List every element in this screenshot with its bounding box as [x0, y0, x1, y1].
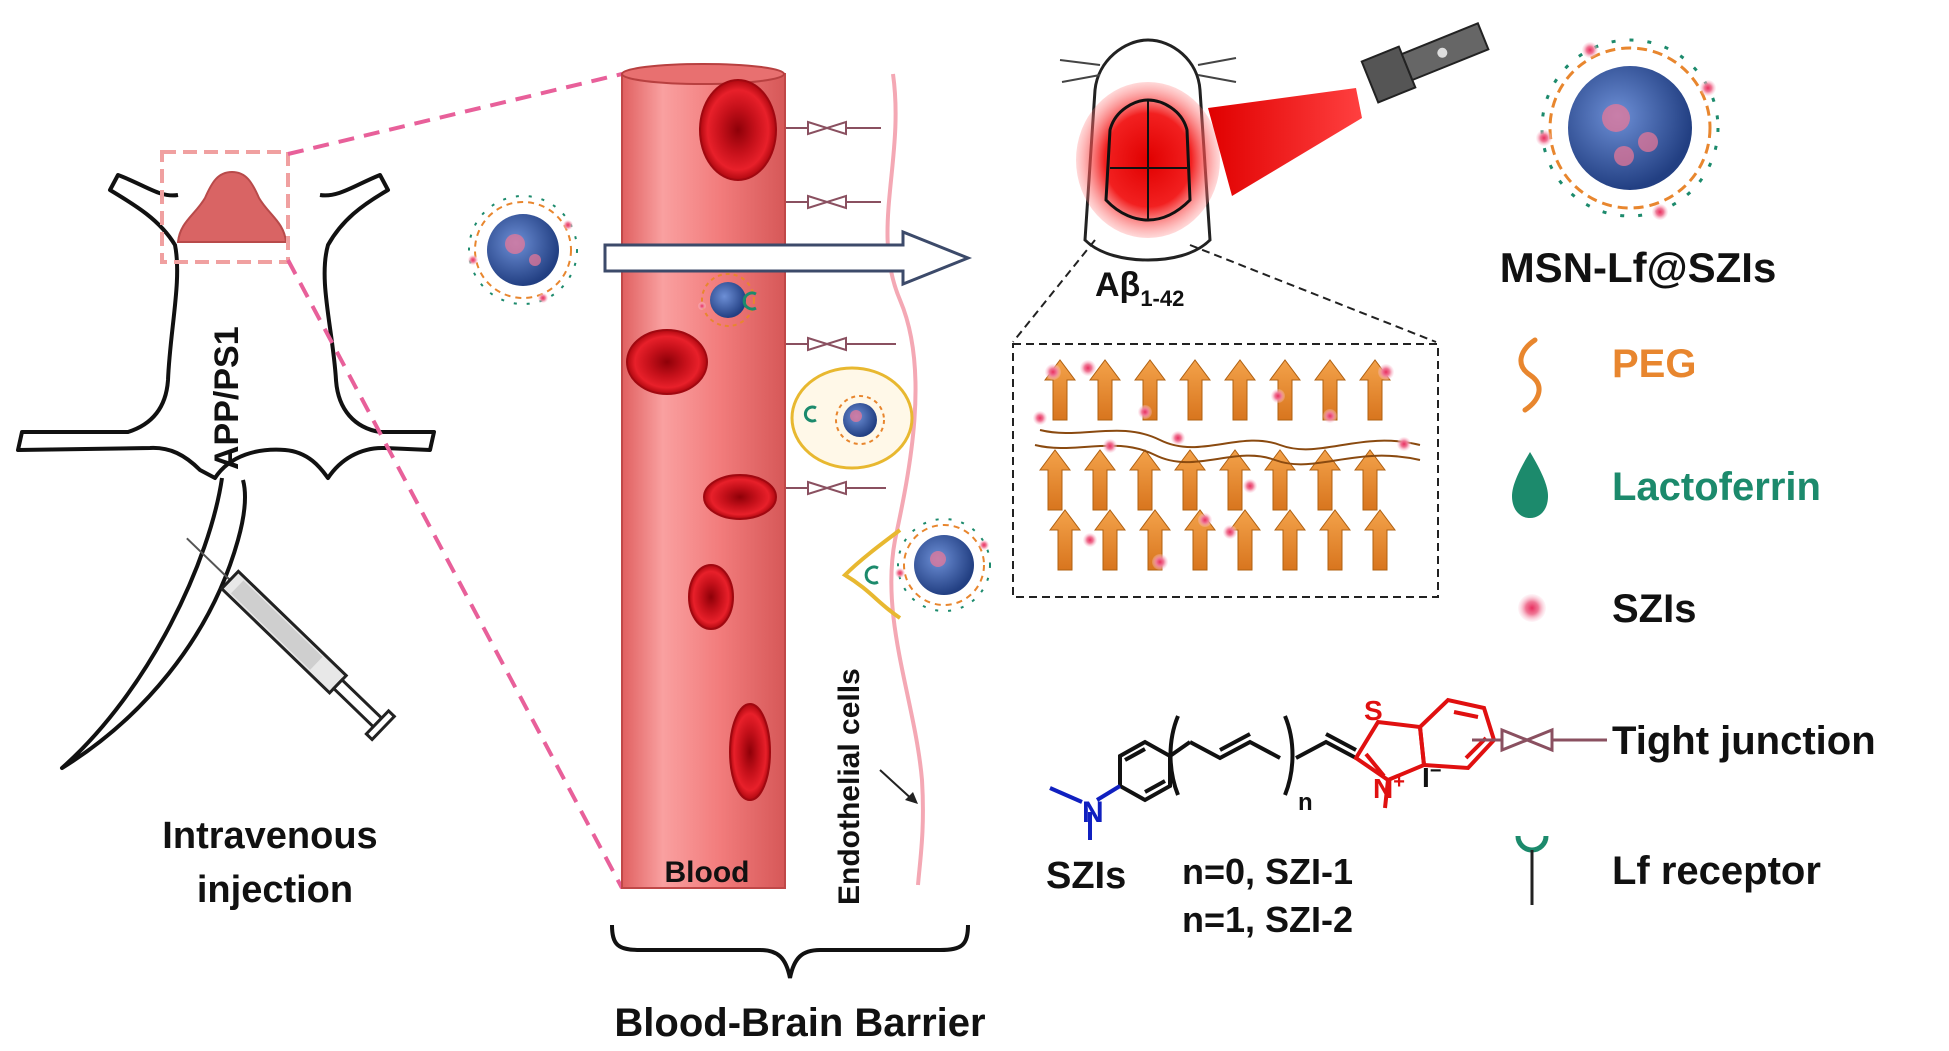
exocytosis-pocket — [841, 528, 902, 620]
transport-arrow — [603, 229, 973, 287]
red-blood-cells — [626, 79, 777, 801]
amyloid-fibril-panel — [1012, 343, 1439, 598]
szi-name-label: SZIs — [1046, 855, 1126, 897]
iodide-minus: − — [1430, 760, 1442, 782]
flashlight-icon — [1360, 22, 1490, 104]
legend-title: MSN-Lf@SZIs — [1500, 244, 1777, 291]
syringe-icon — [186, 537, 397, 742]
nanoparticle-released — [895, 518, 991, 612]
szi-chemical-structure — [1049, 697, 1497, 840]
tight-junction — [786, 120, 881, 136]
rbc — [626, 329, 708, 395]
abeta-subscript: 1-42 — [1140, 286, 1184, 311]
bound-szi-dots — [1033, 360, 1411, 570]
legend-label-lf-receptor: Lf receptor — [1612, 849, 1821, 893]
legend-label-peg: PEG — [1612, 342, 1696, 386]
iodide: I — [1422, 762, 1430, 793]
mouse-outline — [16, 173, 436, 770]
legend-label-lactoferrin: Lactoferrin — [1612, 465, 1821, 509]
tight-junction — [786, 336, 896, 352]
lf-receptor-icon — [1515, 835, 1549, 905]
rbc — [699, 79, 777, 181]
zoom-guide-lines — [286, 72, 624, 889]
abeta-main: Aβ — [1095, 266, 1140, 304]
bbb-label: Blood-Brain Barrier — [614, 1001, 985, 1045]
fibril-loops — [1034, 429, 1421, 466]
mouse-model-label: APP/PS1 — [208, 326, 246, 470]
amine-n-label: N — [1082, 796, 1104, 829]
injection-label-line1: Intravenous — [162, 815, 377, 857]
subscript-n: n — [1298, 789, 1313, 816]
szi-dot-icon — [1518, 594, 1546, 622]
endothelial-label: Endothelial cells — [833, 668, 866, 905]
tight-junction — [786, 194, 881, 210]
rbc — [703, 474, 777, 520]
rbc — [688, 564, 734, 630]
mouse-brain — [176, 170, 288, 243]
tight-junctions — [786, 120, 896, 496]
bbb-brace — [610, 924, 970, 979]
cation-n-label: N+ — [1373, 771, 1405, 804]
legend-nanoparticle-icon — [1536, 38, 1720, 220]
legend-label-szis: SZIs — [1612, 587, 1696, 631]
rbc — [729, 703, 771, 801]
mouse-head-icon — [1059, 38, 1237, 262]
light-beam — [1208, 88, 1362, 196]
beta-sheet-arrows — [1039, 359, 1396, 571]
brain-selection-box — [160, 150, 290, 264]
n-value-2: n=1, SZI-2 — [1182, 899, 1353, 940]
injection-label-line2: injection — [197, 869, 353, 911]
nanoparticle-incoming — [468, 195, 578, 305]
cation-n: N — [1373, 773, 1393, 804]
legend-label-tight-junction: Tight junction — [1612, 719, 1876, 763]
peg-chain-icon — [1518, 337, 1542, 413]
endocytic-vesicle — [790, 366, 914, 470]
tight-junction-icon — [1472, 727, 1607, 753]
abeta-label: Aβ1-42 — [1095, 266, 1184, 311]
lactoferrin-drop-icon — [1512, 452, 1548, 518]
nanoparticle-bound — [698, 273, 757, 327]
tight-junction — [786, 480, 886, 496]
blood-label: Blood — [665, 856, 750, 889]
legend: MSN-Lf@SZIs PEG Lactoferrin SZIs Tight j… — [1472, 38, 1876, 905]
cation-plus: + — [1393, 771, 1405, 793]
sulfur-label: S — [1364, 695, 1383, 726]
n-value-1: n=0, SZI-1 — [1182, 851, 1353, 892]
endothelial-membrane — [885, 73, 925, 886]
zoom-line-left — [1012, 239, 1096, 343]
zoom-line-right — [1189, 244, 1437, 343]
iodide-label: I− — [1422, 760, 1441, 793]
